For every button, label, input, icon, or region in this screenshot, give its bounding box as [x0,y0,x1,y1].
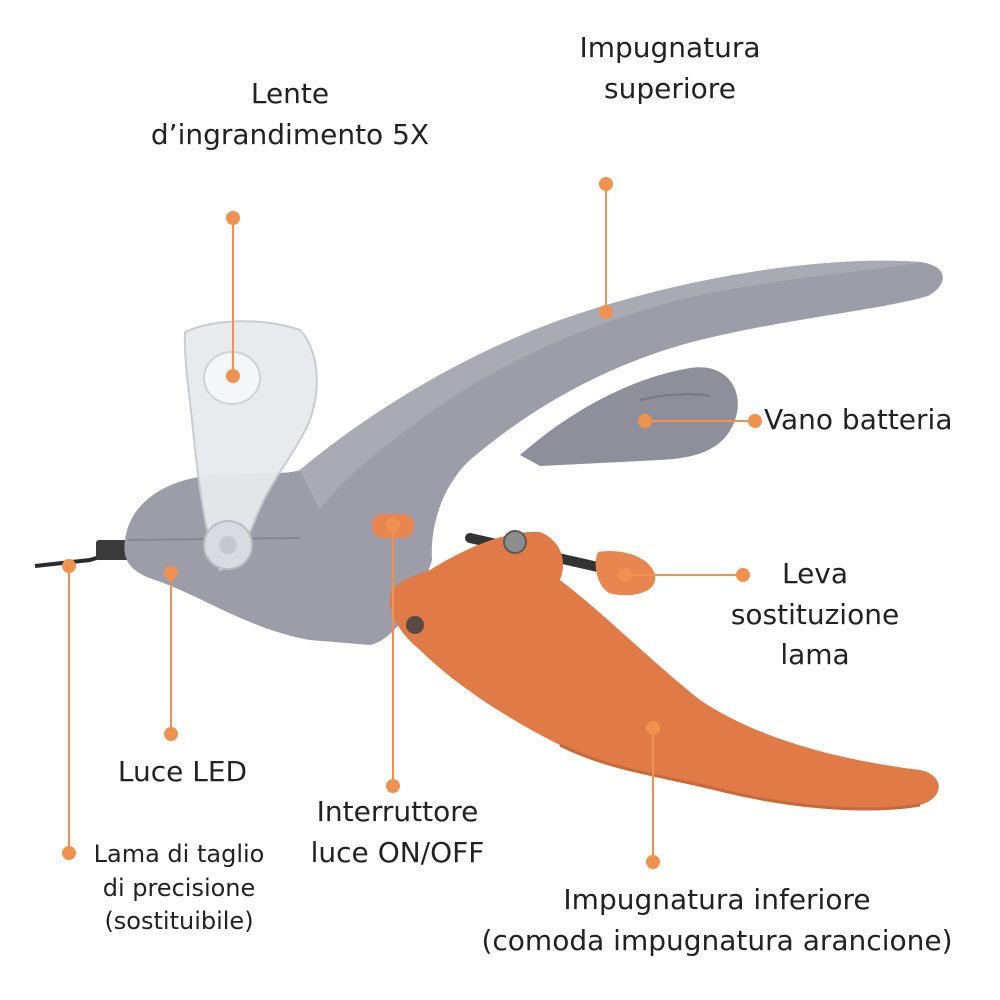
dot-sup-bottom [599,305,613,319]
label-vano-batteria: Vano batteria [764,403,953,436]
dot-led-top [164,566,178,580]
dot-vano-right [748,414,762,428]
label-interruttore: Interruttore luce ON/OFF [310,795,485,869]
dot-vano-left [638,414,652,428]
dot-inf-top [646,721,660,735]
dot-lente-top [226,211,240,225]
battery-compartment [520,367,738,466]
dot-int-bottom [386,779,400,793]
lever-screw [503,530,527,554]
dot-lama-top [62,559,76,573]
leader-dots [62,177,762,869]
label-lama: Lama di taglio di precisione (sostituibi… [93,840,265,936]
dot-sup-top [599,177,613,191]
label-impugnatura-inferiore: Impugnatura inferiore (comoda impugnatur… [481,883,953,957]
label-lente: Lente d’ingrandimento 5X [150,77,430,151]
label-luce-led: Luce LED [117,755,248,788]
upper-handle-body [124,260,943,645]
dot-lente-bottom [226,369,240,383]
dot-lama-bottom [62,846,76,860]
dot-leva-right [736,568,750,582]
dot-leva-left [618,568,632,582]
dot-led-bottom [164,727,178,741]
leader-lines [68,184,755,862]
label-impugnatura-superiore: Impugnatura superiore [579,31,761,105]
handle-pivot [406,616,424,634]
lower-handle [389,531,939,810]
label-leva: Leva sostituzione lama [730,557,900,672]
blade-tip [96,540,132,560]
dot-inf-bottom [646,855,660,869]
dot-int-top [386,518,400,532]
